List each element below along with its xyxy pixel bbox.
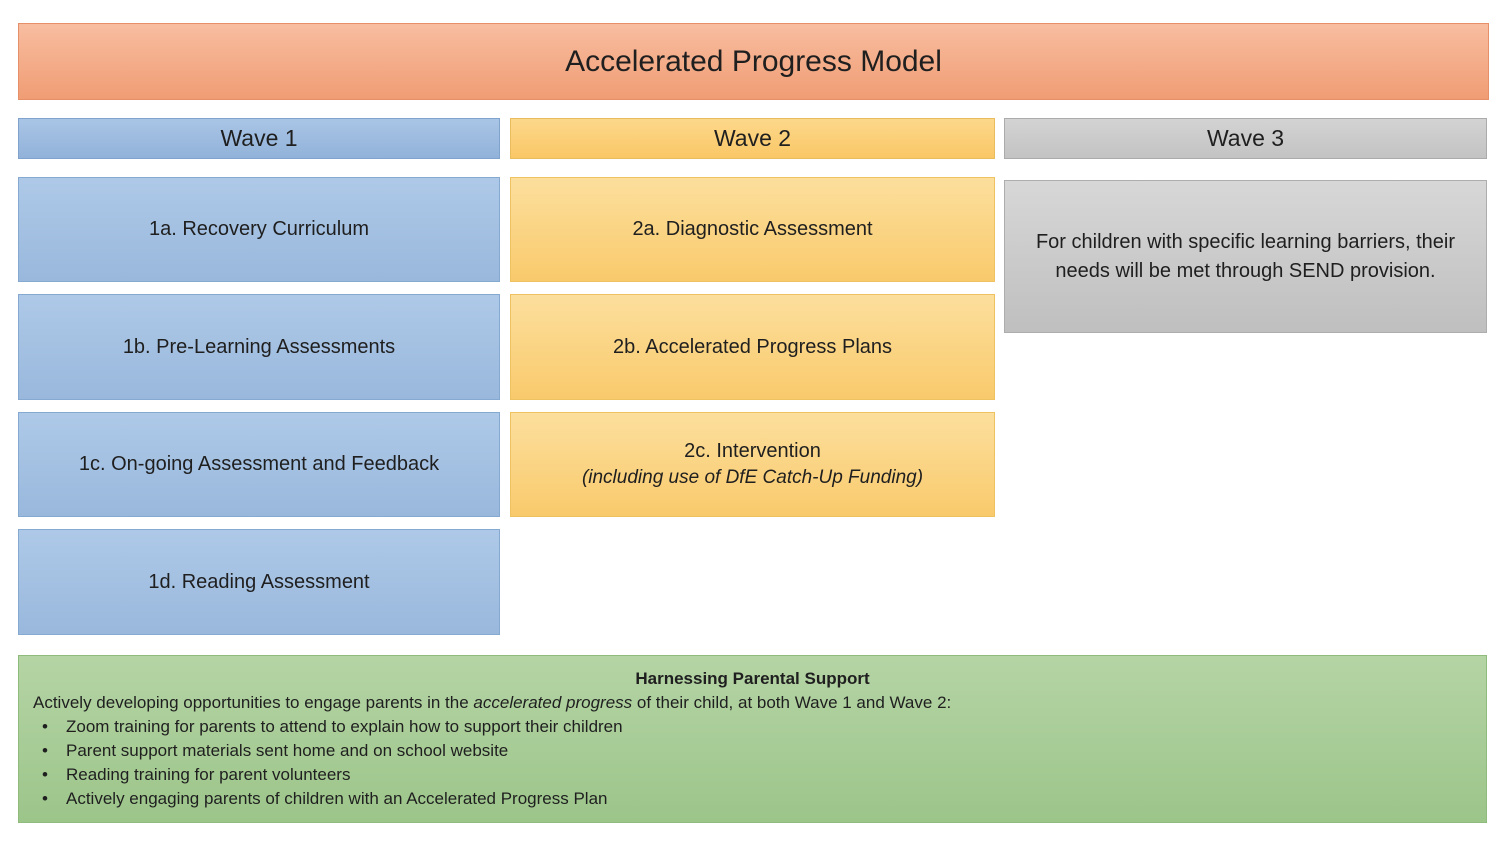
- bullet-icon: •: [42, 717, 48, 736]
- parental-support-panel: Harnessing Parental Support Actively dev…: [18, 655, 1487, 823]
- bullet-text: Actively engaging parents of children wi…: [66, 789, 608, 808]
- box-2c-intervention: 2c. Intervention (including use of DfE C…: [510, 412, 995, 517]
- wave2-header-label: Wave 2: [713, 125, 792, 151]
- box-2b-accelerated-progress-plans: 2b. Accelerated Progress Plans: [510, 294, 995, 400]
- box-2a-diagnostic-assessment: 2a. Diagnostic Assessment: [510, 177, 995, 282]
- list-item: • Zoom training for parents to attend to…: [33, 715, 1472, 739]
- box-1a-recovery-curriculum: 1a. Recovery Curriculum: [18, 177, 500, 282]
- box-1d-reading-assessment: 1d. Reading Assessment: [18, 529, 500, 635]
- bullet-icon: •: [42, 765, 48, 784]
- bullet-text: Zoom training for parents to attend to e…: [66, 717, 623, 736]
- box-wave3-send-note: For children with specific learning barr…: [1004, 180, 1487, 333]
- box-1c-ongoing-assessment-feedback: 1c. On-going Assessment and Feedback: [18, 412, 500, 517]
- wave3-header-label: Wave 3: [1206, 125, 1285, 151]
- wave3-note-text: For children with specific learning barr…: [1035, 230, 1456, 282]
- parental-support-intro: Actively developing opportunities to eng…: [33, 691, 1472, 715]
- list-item: • Actively engaging parents of children …: [33, 787, 1472, 811]
- parental-support-title: Harnessing Parental Support: [635, 669, 870, 688]
- box-2c-sublabel: (including use of DfE Catch-Up Funding): [581, 467, 924, 489]
- bullet-text: Parent support materials sent home and o…: [66, 741, 509, 760]
- box-1d-label: 1d. Reading Assessment: [148, 570, 370, 593]
- box-2b-label: 2b. Accelerated Progress Plans: [612, 335, 893, 358]
- box-2c-label: 2c. Intervention: [684, 440, 821, 463]
- bullet-text: Reading training for parent volunteers: [66, 765, 351, 784]
- parental-support-bullet-list: • Zoom training for parents to attend to…: [33, 715, 1472, 811]
- list-item: • Parent support materials sent home and…: [33, 739, 1472, 763]
- box-1b-pre-learning-assessments: 1b. Pre-Learning Assessments: [18, 294, 500, 400]
- box-2a-label: 2a. Diagnostic Assessment: [632, 218, 873, 240]
- list-item: • Reading training for parent volunteers: [33, 763, 1472, 787]
- bullet-icon: •: [42, 789, 48, 808]
- wave1-header-label: Wave 1: [220, 125, 298, 151]
- wave2-header: Wave 2: [510, 118, 995, 159]
- title-banner: Accelerated Progress Model: [18, 23, 1489, 100]
- intro-prefix: Actively developing opportunities to eng…: [33, 693, 474, 712]
- intro-italic: accelerated progress: [473, 693, 633, 712]
- box-1a-label: 1a. Recovery Curriculum: [148, 218, 370, 240]
- box-1c-label: 1c. On-going Assessment and Feedback: [78, 453, 440, 475]
- bullet-icon: •: [42, 741, 48, 760]
- wave1-header: Wave 1: [18, 118, 500, 159]
- box-1b-label: 1b. Pre-Learning Assessments: [122, 335, 396, 358]
- intro-suffix: of their child, at both Wave 1 and Wave …: [632, 693, 952, 712]
- wave3-header: Wave 3: [1004, 118, 1487, 159]
- page-title: Accelerated Progress Model: [565, 44, 942, 78]
